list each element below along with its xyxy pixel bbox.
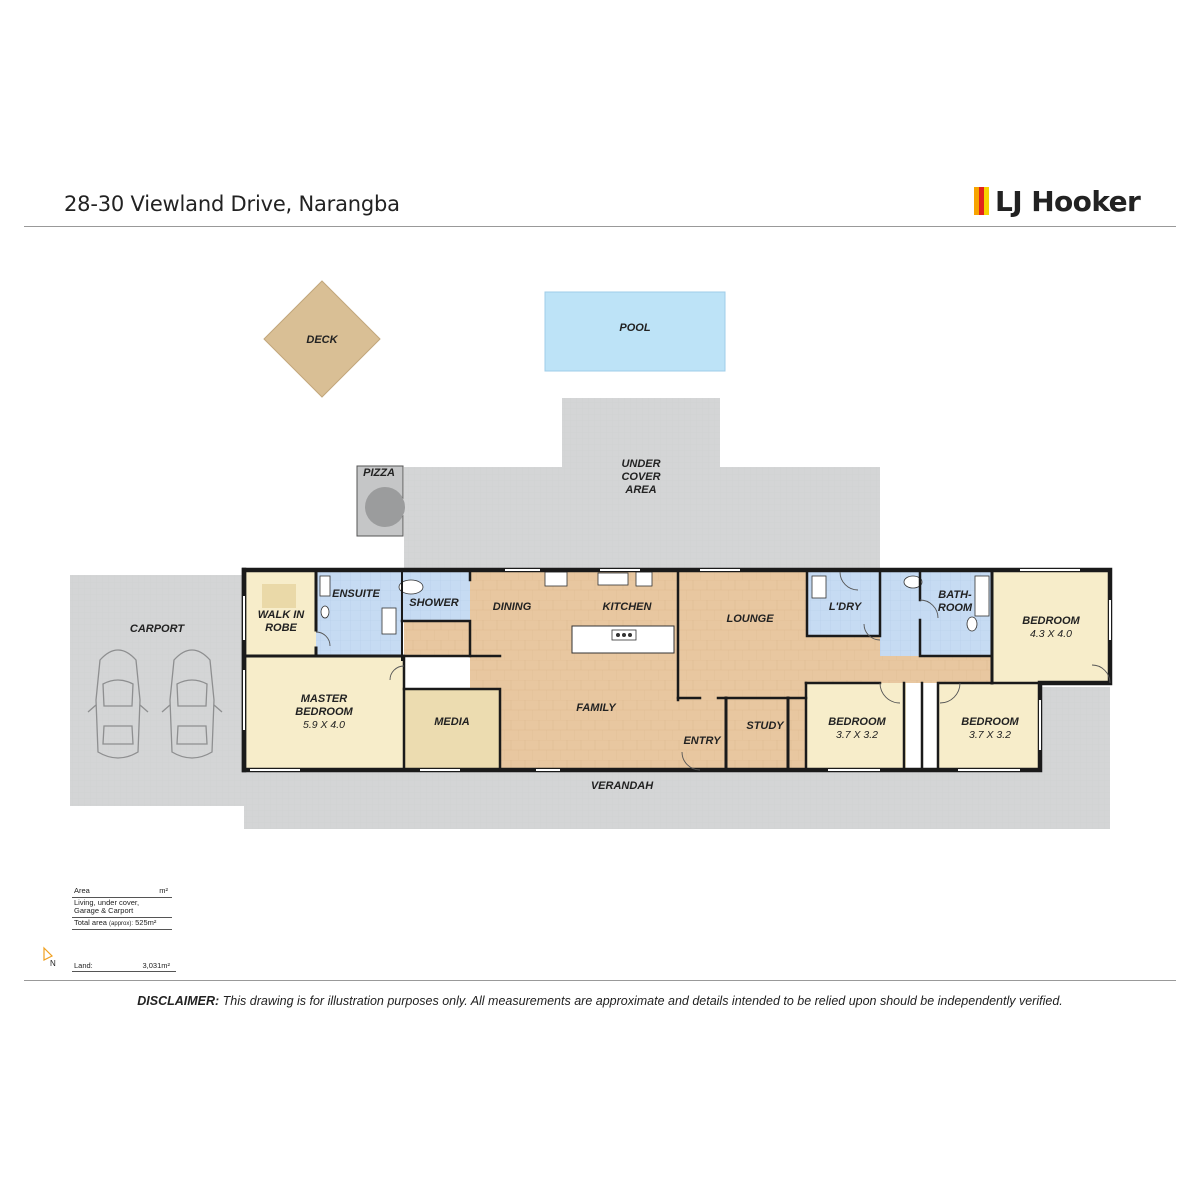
undercover-area: UNDER COVER AREA (404, 398, 880, 570)
bathroom-label-1: BATH- (938, 589, 972, 601)
walk-in-robe-label-2: ROBE (265, 622, 297, 634)
doors (315, 571, 1111, 771)
logo-text: LJ Hooker (995, 184, 1141, 218)
area-total-row: Total area (approx): 525m² (72, 918, 172, 930)
kitchen-island (571, 625, 675, 654)
bedroom-3-label: BEDROOM (961, 716, 1019, 728)
pizza-oven: PIZZA (356, 465, 405, 537)
header-divider (24, 226, 1176, 227)
north-label: N (50, 959, 56, 968)
area-column-label: Area (74, 886, 90, 895)
disclaimer-text: This drawing is for illustration purpose… (222, 994, 1063, 1008)
logo-stripes-icon (974, 187, 989, 215)
lj-hooker-logo: LJ Hooker (974, 184, 1141, 218)
bedroom-2-dims: 3.7 X 3.2 (836, 729, 878, 741)
laundry-label: L'DRY (829, 601, 863, 613)
disclaimer: DISCLAIMER: This drawing is for illustra… (0, 994, 1200, 1008)
bedroom-2-label: BEDROOM (828, 716, 886, 728)
walk-in-robe-label-1: WALK IN (258, 609, 305, 621)
footer-divider (24, 980, 1176, 981)
carport-area: CARPORT (70, 575, 244, 806)
property-address: 28-30 Viewland Drive, Narangba (64, 192, 400, 216)
room-labels: WALK IN ROBE ENSUITE SHOWER DINING KITCH… (258, 588, 1081, 747)
area-living-line-2: Garage & Carport (74, 906, 134, 916)
bedroom-4-dims: 4.3 X 4.0 (1030, 628, 1072, 640)
pool-area: POOL (544, 291, 726, 372)
undercover-label-3: AREA (624, 484, 656, 496)
walls (241, 567, 1113, 773)
ensuite-label: ENSUITE (332, 588, 380, 600)
family-label: FAMILY (576, 702, 617, 714)
study-label: STUDY (746, 720, 785, 732)
disclaimer-label: DISCLAIMER: (137, 994, 220, 1008)
car-icon (87, 649, 149, 759)
area-living-line-1: Living, under cover, (74, 897, 140, 907)
media-label: MEDIA (434, 716, 470, 728)
bedroom-3-dims: 3.7 X 3.2 (969, 729, 1011, 741)
bathroom-label-2: ROOM (938, 602, 973, 614)
bedroom-4-label: BEDROOM (1022, 615, 1080, 627)
land-label: Land: (74, 961, 93, 970)
verandah-label: VERANDAH (591, 780, 654, 792)
pizza-label: PIZZA (363, 467, 395, 479)
master-dims: 5.9 X 4.0 (303, 719, 345, 731)
deck-area: DECK (263, 280, 381, 398)
master-label-2: BEDROOM (295, 706, 353, 718)
verandah-area: VERANDAH (244, 687, 1110, 829)
windows (243, 569, 1111, 771)
area-header-row: Area m² (72, 886, 172, 898)
lounge-label: LOUNGE (726, 613, 774, 625)
total-area-value: 525m² (135, 917, 157, 927)
area-table: Area m² Living, under cover, Garage & Ca… (72, 886, 172, 930)
shower-label: SHOWER (409, 597, 459, 609)
area-unit-label: m² (159, 886, 168, 895)
bathroom-fixtures (319, 575, 990, 635)
kitchen-bench (544, 571, 653, 587)
area-living-row: Living, under cover, Garage & Carport (72, 898, 172, 918)
undercover-label-2: COVER (621, 471, 660, 483)
kitchen-label: KITCHEN (603, 601, 653, 613)
undercover-label-1: UNDER (621, 458, 660, 470)
carport-label: CARPORT (130, 623, 185, 635)
entry-label: ENTRY (683, 735, 722, 747)
master-label-1: MASTER (301, 693, 348, 705)
land-row: Land: 3,031m² (72, 960, 176, 972)
deck-label: DECK (306, 334, 338, 346)
dining-label: DINING (493, 601, 532, 613)
land-value: 3,031m² (142, 961, 170, 970)
car-icon (161, 649, 223, 759)
north-arrow-icon: N (40, 946, 60, 975)
pool-label: POOL (619, 322, 650, 334)
total-area-label: Total area (74, 917, 107, 927)
total-area-approx: (approx): (109, 920, 134, 927)
